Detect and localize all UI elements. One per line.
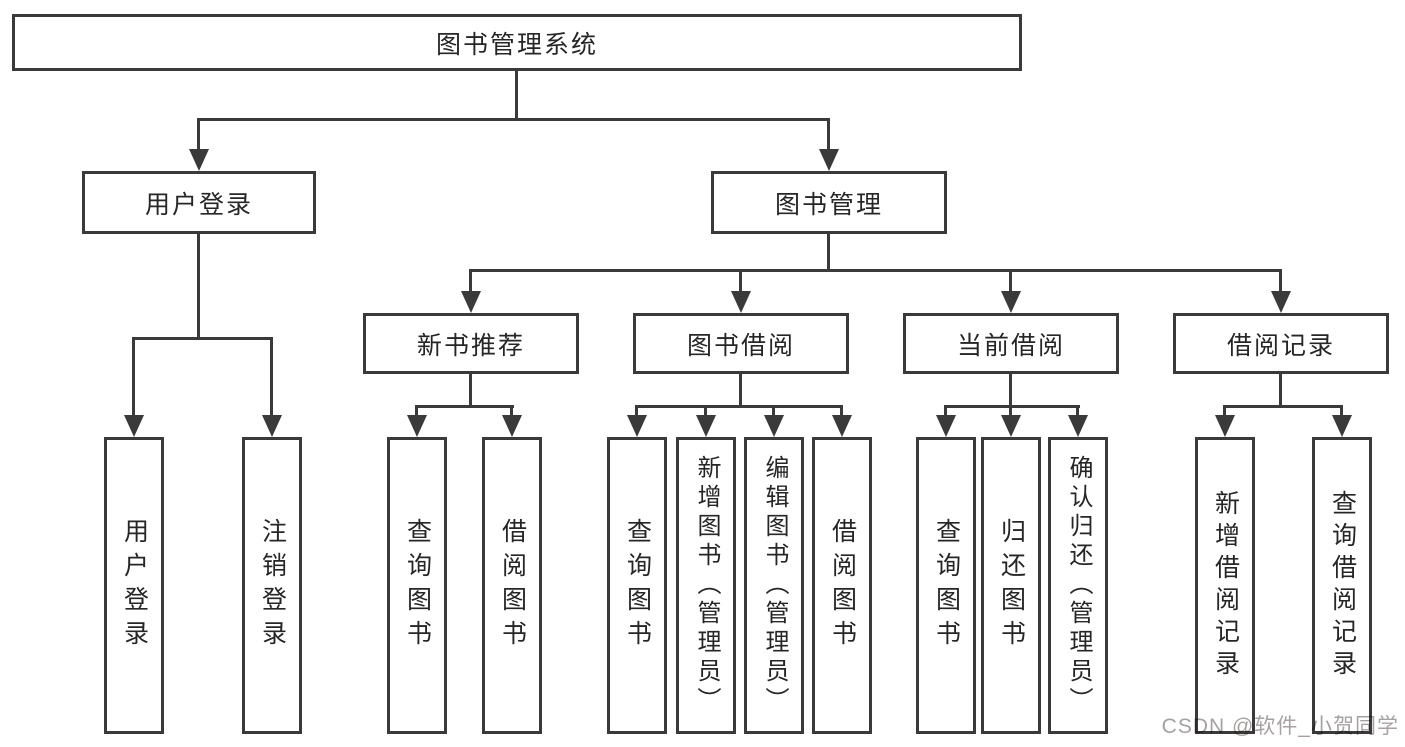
node-label: 新书推荐 xyxy=(416,331,525,360)
arrow-down-icon xyxy=(461,291,481,313)
connector-line xyxy=(1009,372,1012,407)
arrow-down-icon xyxy=(1068,415,1088,437)
connector-line xyxy=(739,372,742,407)
leaf-logout: 注销登录 xyxy=(242,437,302,734)
leaf-user-login: 用户登录 xyxy=(104,437,164,734)
arrow-down-icon xyxy=(819,149,839,171)
node-label: 图书借阅 xyxy=(686,331,795,360)
node-label: 图书管理系统 xyxy=(435,30,598,59)
node-label: 图书管理 xyxy=(774,190,883,219)
leaf-add-borrow-record: 新增借阅记录 xyxy=(1195,437,1255,734)
arrow-down-icon xyxy=(764,415,784,437)
leaf-confirm-return-admin: 确认归还（管理员） xyxy=(1048,437,1108,734)
leaf-label: 新增图书（管理员） xyxy=(693,455,720,716)
connector-line xyxy=(469,269,1281,272)
connector-line xyxy=(840,405,843,418)
leaf-edit-books-admin: 编辑图书（管理员） xyxy=(744,437,804,734)
arrow-down-icon xyxy=(1001,291,1021,313)
arrow-down-icon xyxy=(832,415,852,437)
leaf-query-borrow-record: 查询借阅记录 xyxy=(1312,437,1372,734)
connector-line xyxy=(827,118,830,152)
leaf-query-books-current: 查询图书 xyxy=(916,437,976,734)
connector-line xyxy=(1009,405,1012,418)
arrow-down-icon xyxy=(1332,415,1352,437)
leaf-label: 借阅图书 xyxy=(498,517,527,654)
leaf-label: 查询图书 xyxy=(403,517,432,654)
connector-line xyxy=(415,405,418,418)
node-user-login: 用户登录 xyxy=(82,171,316,234)
arrow-down-icon xyxy=(627,415,647,437)
arrow-down-icon xyxy=(407,415,427,437)
connector-line xyxy=(197,118,200,152)
leaf-query-books-recommend: 查询图书 xyxy=(387,437,447,734)
connector-line xyxy=(1223,405,1343,408)
leaf-borrow-books-recommend: 借阅图书 xyxy=(482,437,542,734)
arrow-down-icon xyxy=(696,415,716,437)
leaf-label: 新增借阅记录 xyxy=(1211,489,1240,682)
node-new-book-recommendation: 新书推荐 xyxy=(363,313,579,374)
connector-line xyxy=(944,405,1080,408)
leaf-add-books-admin: 新增图书（管理员） xyxy=(676,437,736,734)
connector-line xyxy=(827,233,830,272)
arrow-down-icon xyxy=(124,415,144,437)
node-book-management: 图书管理 xyxy=(711,171,947,234)
connector-line xyxy=(469,269,472,295)
watermark: CSDN @软件_小贺同学 xyxy=(1161,715,1399,738)
connector-line xyxy=(1340,405,1343,418)
connector-line xyxy=(1279,372,1282,407)
leaf-label: 借阅图书 xyxy=(828,517,857,654)
leaf-label: 查询图书 xyxy=(623,517,652,654)
connector-line xyxy=(772,405,775,418)
arrow-down-icon xyxy=(1001,415,1021,437)
connector-line xyxy=(1223,405,1226,418)
connector-line xyxy=(1009,269,1012,295)
node-label: 当前借阅 xyxy=(956,331,1065,360)
connector-line xyxy=(944,405,947,418)
connector-line xyxy=(132,337,135,417)
arrow-down-icon xyxy=(189,149,209,171)
connector-line xyxy=(132,337,273,340)
connector-line xyxy=(510,405,513,418)
connector-line xyxy=(469,372,472,407)
leaf-return-books: 归还图书 xyxy=(981,437,1041,734)
arrow-down-icon xyxy=(731,291,751,313)
node-library-management-system: 图书管理系统 xyxy=(12,14,1022,71)
node-label: 用户登录 xyxy=(144,190,253,219)
arrow-down-icon xyxy=(1215,415,1235,437)
connector-line xyxy=(197,118,830,121)
connector-line xyxy=(1279,269,1282,295)
node-borrowing-records: 借阅记录 xyxy=(1173,313,1389,374)
leaf-query-books-borrowing: 查询图书 xyxy=(607,437,667,734)
connector-line xyxy=(270,337,273,417)
leaf-label: 查询图书 xyxy=(932,517,961,654)
leaf-label: 确认归还（管理员） xyxy=(1065,455,1092,716)
connector-line xyxy=(1076,405,1079,418)
connector-line xyxy=(635,405,843,408)
connector-line xyxy=(635,405,638,418)
arrow-down-icon xyxy=(262,415,282,437)
connector-line xyxy=(739,269,742,295)
leaf-label: 查询借阅记录 xyxy=(1328,489,1357,682)
arrow-down-icon xyxy=(936,415,956,437)
arrow-down-icon xyxy=(502,415,522,437)
leaf-label: 编辑图书（管理员） xyxy=(761,455,788,716)
node-label: 借阅记录 xyxy=(1226,331,1335,360)
leaf-label: 注销登录 xyxy=(258,517,287,654)
node-current-borrowing: 当前借阅 xyxy=(903,313,1119,374)
connector-line xyxy=(704,405,707,418)
leaf-borrow-books-borrowing: 借阅图书 xyxy=(812,437,872,734)
arrow-down-icon xyxy=(1271,291,1291,313)
node-book-borrowing: 图书借阅 xyxy=(633,313,849,374)
connector-line xyxy=(515,70,518,120)
connector-line xyxy=(415,405,514,408)
leaf-label: 归还图书 xyxy=(997,517,1026,654)
leaf-label: 用户登录 xyxy=(120,517,149,654)
connector-line xyxy=(197,233,200,339)
